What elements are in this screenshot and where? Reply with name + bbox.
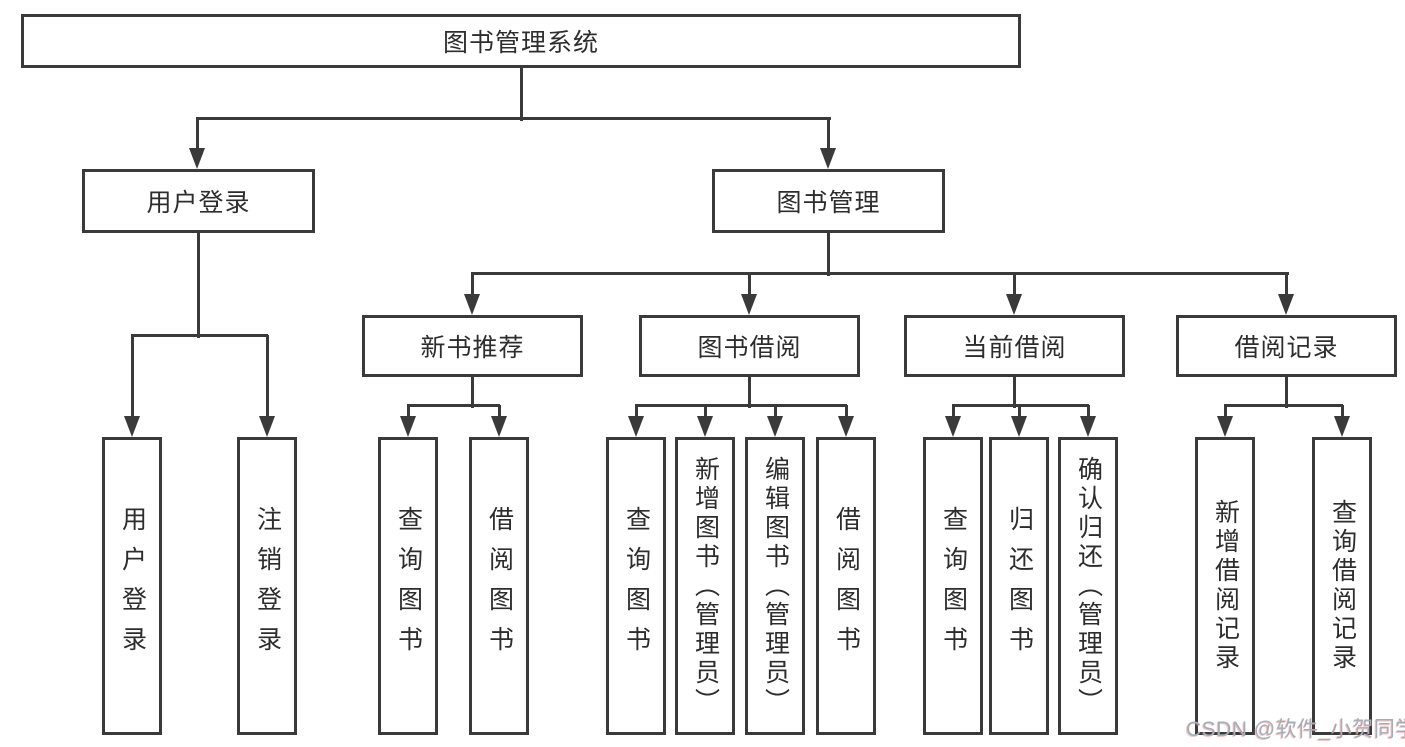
connector-line [827,233,830,276]
node-new-book-recommend-label: 新书推荐 [420,334,525,362]
leaf-add-book-admin: 新增图书（管理员） [675,437,735,735]
connector-line [748,377,751,408]
leaf-return-books-label: 归还图书 [1005,506,1034,666]
leaf-logout-label: 注销登录 [253,506,282,666]
leaf-edit-book-admin-label: 编辑图书（管理员） [761,455,790,717]
leaf-query-borrow-record-label: 查询借阅记录 [1328,499,1357,673]
arrowhead-down-icon [838,416,854,437]
connector-line [471,272,1289,275]
leaf-query-books-1-label: 查询图书 [394,506,423,666]
arrowhead-down-icon [259,416,275,437]
connector-line [1285,273,1288,300]
connector-line [827,118,830,152]
connector-line [704,405,707,420]
arrowhead-down-icon [767,416,783,437]
arrowhead-down-icon [1217,416,1233,437]
node-user-login: 用户登录 [82,169,315,233]
leaf-add-book-admin-label: 新增图书（管理员） [691,455,720,717]
connector-line [1013,377,1016,408]
connector-line [471,273,474,300]
connector-line [471,377,474,408]
connector-line [748,273,751,300]
leaf-borrow-books-1: 借阅图书 [469,437,529,735]
arrowhead-down-icon [628,416,644,437]
arrowhead-down-icon [1080,416,1096,437]
connector-line [1224,404,1343,407]
leaf-add-borrow-record-label: 新增借阅记录 [1211,499,1240,673]
arrowhead-down-icon [400,416,416,437]
arrowhead-down-icon [1011,416,1027,437]
connector-line [196,117,831,120]
connector-line [1087,405,1090,420]
connector-line [407,405,410,420]
arrowhead-down-icon [124,416,140,437]
connector-line [1341,405,1344,420]
connector-line [1018,405,1021,420]
connector-line [131,335,134,420]
node-book-management-label: 图书管理 [776,189,881,217]
connector-line [1285,377,1288,408]
connector-line [1013,273,1016,300]
connector-line [1224,405,1227,420]
arrowhead-down-icon [464,294,480,315]
arrowhead-down-icon [820,148,836,169]
leaf-return-books: 归还图书 [989,437,1049,735]
connector-line [952,405,955,420]
node-borrow-records-label: 借阅记录 [1234,334,1339,362]
connector-line [266,335,269,420]
connector-line [197,233,200,338]
watermark: CSDN @软件_小贺同学 [1186,718,1405,741]
connector-line [952,404,1089,407]
connector-line [774,405,777,420]
leaf-query-books-2-label: 查询图书 [622,506,651,666]
connector-line [131,334,268,337]
leaf-confirm-return-admin-label: 确认归还（管理员） [1074,455,1103,717]
node-library-system: 图书管理系统 [21,14,1021,68]
leaf-query-borrow-record: 查询借阅记录 [1312,437,1372,735]
arrowhead-down-icon [1278,294,1294,315]
connector-line [407,404,500,407]
node-book-borrow: 图书借阅 [639,315,860,377]
connector-line [498,405,501,420]
arrowhead-down-icon [189,148,205,169]
connector-line [520,67,523,121]
node-current-borrow: 当前借阅 [904,315,1125,377]
connector-line [635,405,638,420]
connector-line [635,404,847,407]
connector-line [845,405,848,420]
arrowhead-down-icon [1334,416,1350,437]
leaf-confirm-return-admin: 确认归还（管理员） [1058,437,1118,735]
leaf-user-login-label: 用户登录 [118,506,147,666]
leaf-borrow-books-2: 借阅图书 [816,437,876,735]
node-new-book-recommend: 新书推荐 [362,315,583,377]
node-book-borrow-label: 图书借阅 [697,334,802,362]
leaf-query-books-3-label: 查询图书 [939,506,968,666]
leaf-query-books-3: 查询图书 [923,437,983,735]
node-book-management: 图书管理 [712,169,945,233]
leaf-query-books-2: 查询图书 [606,437,666,735]
node-library-system-label: 图书管理系统 [442,29,599,57]
leaf-borrow-books-1-label: 借阅图书 [485,506,514,666]
leaf-borrow-books-2-label: 借阅图书 [832,506,861,666]
arrowhead-down-icon [741,294,757,315]
node-current-borrow-label: 当前借阅 [962,334,1067,362]
arrowhead-down-icon [1006,294,1022,315]
arrowhead-down-icon [945,416,961,437]
arrowhead-down-icon [491,416,507,437]
connector-line [196,118,199,152]
node-user-login-label: 用户登录 [146,189,251,217]
arrowhead-down-icon [697,416,713,437]
leaf-add-borrow-record: 新增借阅记录 [1195,437,1255,735]
node-borrow-records: 借阅记录 [1176,315,1397,377]
leaf-user-login: 用户登录 [102,437,162,735]
leaf-edit-book-admin: 编辑图书（管理员） [745,437,805,735]
leaf-query-books-1: 查询图书 [378,437,438,735]
leaf-logout: 注销登录 [237,437,297,735]
